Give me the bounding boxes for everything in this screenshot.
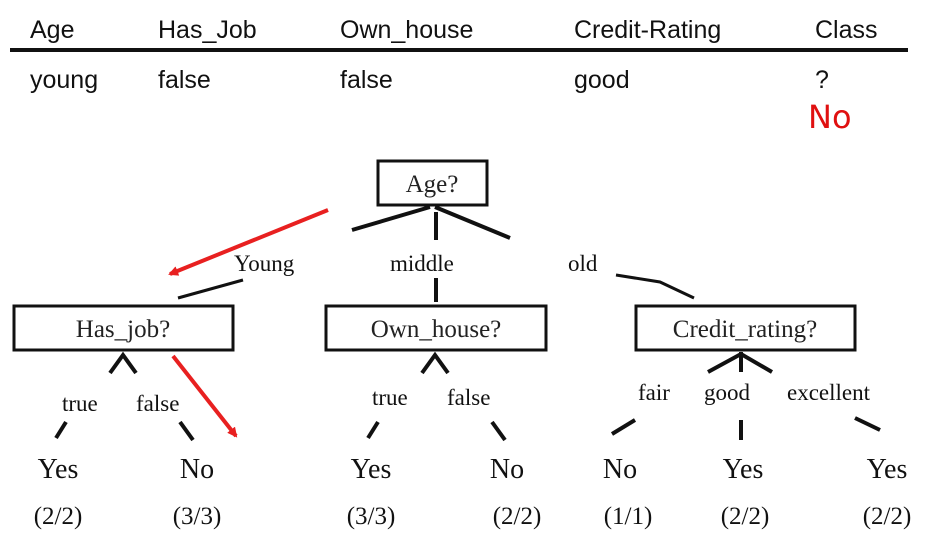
header-own-house: Own_house — [340, 16, 473, 44]
leaf-label: No — [490, 454, 524, 485]
leaf-count: (3/3) — [173, 503, 222, 530]
edge-label-middle: middle — [390, 251, 454, 276]
root-node: Age? — [376, 159, 489, 207]
cell-credit-rating: good — [574, 66, 630, 94]
edge-label-true: true — [62, 391, 98, 416]
leaf-label: No — [180, 454, 214, 485]
cell-has-job: false — [158, 66, 211, 94]
leaf-count: (2/2) — [863, 503, 912, 530]
has-job-branches — [54, 351, 195, 442]
root-node-label: Age? — [406, 171, 459, 198]
credit-rating-branches — [610, 351, 881, 440]
edge-label-excellent: excellent — [787, 380, 871, 405]
edge-label-fair: fair — [638, 380, 670, 405]
node-has-job: Has_job? — [12, 304, 235, 352]
leaf-label: Yes — [867, 454, 908, 485]
leaf-nodes: Yes (2/2) No (3/3) Yes (3/3) No (2/2) No… — [34, 454, 912, 530]
leaf-label: Yes — [723, 454, 764, 485]
edge-label-old: old — [568, 251, 598, 276]
edge-label-young: Young — [234, 251, 295, 276]
path-arrow-young — [168, 208, 329, 276]
edge-label-false: false — [447, 385, 490, 410]
header-class: Class — [815, 16, 878, 44]
leaf-count: (3/3) — [347, 503, 396, 530]
node-credit-rating: Credit_rating? — [634, 304, 857, 352]
path-arrow-false — [171, 354, 238, 438]
edge-label-false: false — [136, 391, 179, 416]
header-has-job: Has_Job — [158, 16, 257, 44]
root-branches — [177, 205, 695, 302]
leaf-count: (2/2) — [34, 503, 83, 530]
node-own-house: Own_house? — [324, 304, 548, 352]
leaf-label: No — [603, 454, 637, 485]
node-own-house-label: Own_house? — [371, 316, 502, 343]
predicted-class: No — [808, 98, 852, 136]
cell-class: ? — [815, 66, 829, 94]
edge-label-true: true — [372, 385, 408, 410]
leaf-label: Yes — [38, 454, 79, 485]
leaf-count: (1/1) — [604, 503, 653, 530]
edge-label-good: good — [704, 380, 751, 405]
cell-age: young — [30, 66, 98, 94]
leaf-label: Yes — [351, 454, 392, 485]
query-table: Age Has_Job Own_house Credit-Rating Clas… — [10, 16, 908, 136]
cell-own-house: false — [340, 66, 393, 94]
node-credit-rating-label: Credit_rating? — [673, 316, 817, 343]
header-credit-rating: Credit-Rating — [574, 16, 721, 44]
own-house-branches — [366, 351, 507, 442]
leaf-count: (2/2) — [493, 503, 542, 530]
node-has-job-label: Has_job? — [76, 316, 170, 343]
header-age: Age — [30, 16, 74, 44]
leaf-count: (2/2) — [721, 503, 770, 530]
